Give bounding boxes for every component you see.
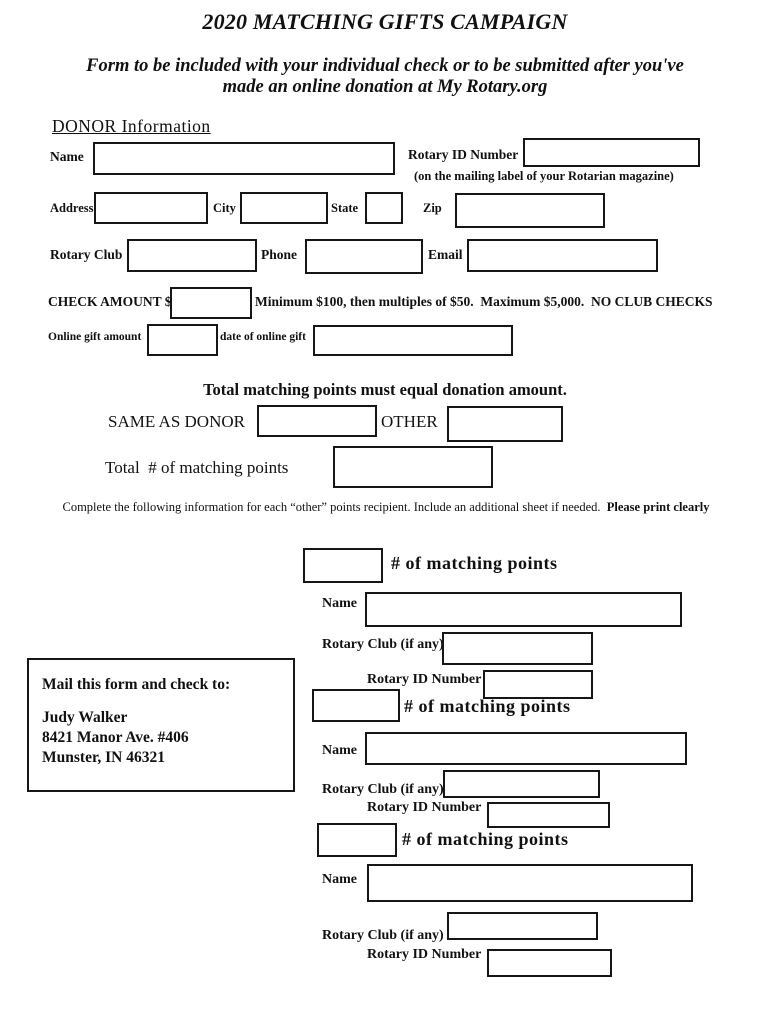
recipient1-points-box[interactable] — [303, 548, 383, 583]
recipient-instructions-bold: Please print clearly — [606, 500, 710, 514]
recipient1-name-box[interactable] — [365, 592, 682, 627]
recipient3-name-label: Name — [322, 872, 357, 887]
check-amount-note: Minimum $100, then multiples of $50. Max… — [255, 294, 713, 309]
rotary-id-caption: (on the mailing label of your Rotarian m… — [414, 169, 674, 183]
recipient3-points-label: # of matching points — [402, 829, 569, 849]
same-as-donor-box[interactable] — [257, 405, 377, 437]
recipient3-id-box[interactable] — [487, 949, 612, 977]
online-gift-amount-box[interactable] — [147, 324, 218, 356]
zip-label: Zip — [423, 201, 442, 215]
recipient1-id-box[interactable] — [483, 670, 593, 699]
city-label: City — [213, 201, 236, 215]
email-label: Email — [428, 247, 463, 262]
recipient2-id-box[interactable] — [487, 802, 610, 828]
total-points-box[interactable] — [333, 446, 493, 488]
phone-label: Phone — [261, 247, 298, 262]
email-box[interactable] — [467, 239, 658, 272]
recipient2-club-label: Rotary Club (if any) — [322, 782, 444, 797]
other-label: OTHER — [381, 412, 438, 431]
rotary-club-box[interactable] — [127, 239, 257, 272]
zip-box[interactable] — [455, 193, 605, 228]
recipient2-name-box[interactable] — [365, 732, 687, 765]
page-title: 2020 MATCHING GIFTS CAMPAIGN — [202, 9, 568, 34]
online-gift-date-box[interactable] — [313, 325, 513, 356]
recipient3-club-box[interactable] — [447, 912, 598, 940]
points-heading: Total matching points must equal donatio… — [203, 380, 567, 399]
recipient3-name-box[interactable] — [367, 864, 693, 902]
recipient3-id-label: Rotary ID Number — [367, 947, 482, 962]
recipient1-name-label: Name — [322, 596, 357, 611]
recipient2-club-box[interactable] — [443, 770, 600, 798]
recipient1-club-label: Rotary Club (if any) — [322, 637, 444, 652]
recipient2-id-label: Rotary ID Number — [367, 800, 482, 815]
rotary-club-label: Rotary Club — [50, 247, 123, 262]
other-box[interactable] — [447, 406, 563, 442]
address-label: Address — [50, 201, 94, 215]
recipient3-club-label: Rotary Club (if any) — [322, 928, 444, 943]
form-subtitle: Form to be included with your individual… — [86, 56, 684, 97]
same-as-donor-label: SAME AS DONOR — [108, 412, 245, 431]
recipient2-points-box[interactable] — [312, 689, 400, 722]
total-points-label: Total # of matching points — [105, 458, 289, 477]
rotary-id-box[interactable] — [523, 138, 700, 167]
mail-to-box: Mail this form and check to: Judy Walker… — [27, 658, 295, 792]
state-label: State — [331, 201, 359, 215]
recipient3-points-box[interactable] — [317, 823, 397, 857]
rotary-id-label: Rotary ID Number — [408, 147, 519, 162]
online-gift-date-label: date of online gift — [220, 331, 306, 343]
mail-to-address: Judy Walker 8421 Manor Ave. #406 Munster… — [42, 709, 189, 766]
recipient-instructions-text: Complete the following information for e… — [62, 500, 607, 514]
donor-name-box[interactable] — [93, 142, 395, 175]
check-amount-label: CHECK AMOUNT $ — [48, 294, 172, 309]
donor-name-label: Name — [50, 149, 84, 164]
address-box[interactable] — [94, 192, 208, 224]
donor-section-heading: DONOR Information — [52, 116, 211, 136]
recipient2-name-label: Name — [322, 743, 357, 758]
recipient1-points-label: # of matching points — [391, 553, 558, 573]
state-box[interactable] — [365, 192, 403, 224]
recipient-instructions: Complete the following information for e… — [55, 500, 717, 515]
phone-box[interactable] — [305, 239, 423, 274]
recipient2-points-label: # of matching points — [404, 696, 571, 716]
mail-to-heading: Mail this form and check to: — [42, 676, 231, 693]
recipient1-id-label: Rotary ID Number — [367, 672, 482, 687]
online-gift-amount-label: Online gift amount — [48, 331, 142, 343]
check-amount-box[interactable] — [170, 287, 252, 319]
recipient1-club-box[interactable] — [442, 632, 593, 665]
city-box[interactable] — [240, 192, 328, 224]
